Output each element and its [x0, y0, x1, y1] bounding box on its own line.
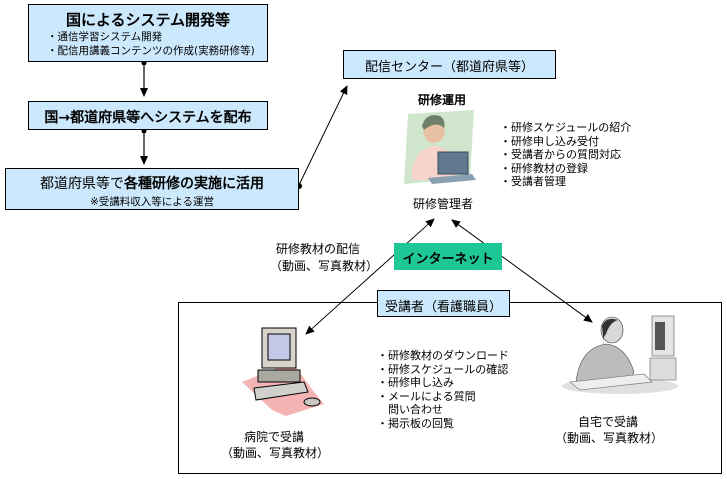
monitor-screen — [655, 322, 665, 350]
operation-task: ・受講者からの質問対応 — [500, 148, 621, 162]
learner-function: ・研修教材のダウンロード — [377, 349, 509, 362]
operation-task: ・受講者管理 — [500, 175, 566, 189]
distribution-title: 国→都道府県等へシステムを配布 — [44, 110, 252, 126]
national-dev-box: 国によるシステム開発等 ・通信学習システム開発 ・配信用講義コンテンツの作成(実… — [28, 4, 268, 62]
internet-box: インターネット — [394, 243, 502, 270]
home-label-line2: （動画、写真教材） — [555, 431, 664, 445]
delivery-label-line1: 研修教材の配信 — [276, 242, 361, 256]
operation-task: ・研修スケジュールの紹介 — [500, 121, 632, 134]
prefecture-use-title-bold: 各種研修の実施に活用 — [124, 176, 264, 192]
national-dev-item: ・配信用講義コンテンツの作成(実務研修等) — [47, 45, 255, 57]
arrow-admin-to-home — [451, 219, 593, 323]
torso — [575, 343, 635, 383]
learner-function: ・研修スケジュールの確認 — [377, 362, 509, 376]
arrow-use-to-center — [298, 85, 348, 186]
delivery-label-line2: （動画、写真教材） — [270, 259, 379, 273]
center-title: 配信センター（都道府県等） — [364, 60, 534, 75]
prefecture-use-note: ※受講料収入等による運営 — [90, 196, 214, 208]
arrow-admin-to-hospital — [305, 218, 435, 335]
prefecture-use-box: 都道府県等で各種研修の実施に活用 ※受講料収入等による運営 — [5, 168, 299, 210]
learner-function: 問い合わせ — [377, 403, 443, 417]
operation-task: ・研修教材の登録 — [500, 161, 588, 175]
operation-task: ・研修申し込み受付 — [500, 134, 599, 148]
laptop-base — [428, 174, 476, 184]
prefecture-use-title: 都道府県等で各種研修の実施に活用 — [6, 173, 298, 193]
mouse — [303, 397, 321, 407]
learners-title-box: 受講者（看護職員） — [377, 290, 510, 317]
learners-title: 受講者（看護職員） — [384, 300, 502, 315]
hospital-label-line2: （動画、写真教材） — [221, 446, 330, 460]
pc-tower — [649, 357, 677, 381]
keyboard — [253, 381, 309, 401]
learner-function: ・研修申し込み — [377, 376, 454, 390]
hospital-computer-illustration — [242, 327, 324, 416]
distribution-box: 国→都道府県等へシステムを配布 — [28, 101, 268, 130]
national-dev-item: ・通信学習システム開発 — [47, 31, 163, 43]
learner-function-list: ・研修教材のダウンロード ・研修スケジュールの確認 ・研修申し込み ・メールによ… — [377, 349, 509, 431]
learner-function: ・メールによる質問 — [377, 389, 476, 403]
learner-function: ・掲示板の回覧 — [377, 416, 454, 430]
operation-heading: 研修運用 — [418, 93, 467, 107]
center-box: 配信センター（都道府県等） — [343, 50, 556, 79]
desk — [569, 373, 653, 391]
prefecture-use-title-normal: 都道府県等で — [40, 176, 124, 192]
hospital-label-line1: 病院で受講 — [244, 430, 305, 444]
home-learner-illustration — [562, 315, 678, 394]
laptop-screen — [437, 151, 469, 175]
admin-illustration — [404, 110, 476, 184]
national-dev-title: 国によるシステム開発等 — [65, 11, 231, 29]
internet-label: インターネット — [402, 252, 494, 267]
admin-label: 研修管理者 — [413, 197, 474, 211]
home-label-line1: 自宅で受講 — [578, 415, 639, 429]
operation-task-list: ・研修スケジュールの紹介 ・研修申し込み受付 ・受講者からの質問対応 ・研修教材… — [500, 121, 631, 189]
pc-base — [257, 369, 301, 383]
monitor-screen — [267, 333, 291, 361]
